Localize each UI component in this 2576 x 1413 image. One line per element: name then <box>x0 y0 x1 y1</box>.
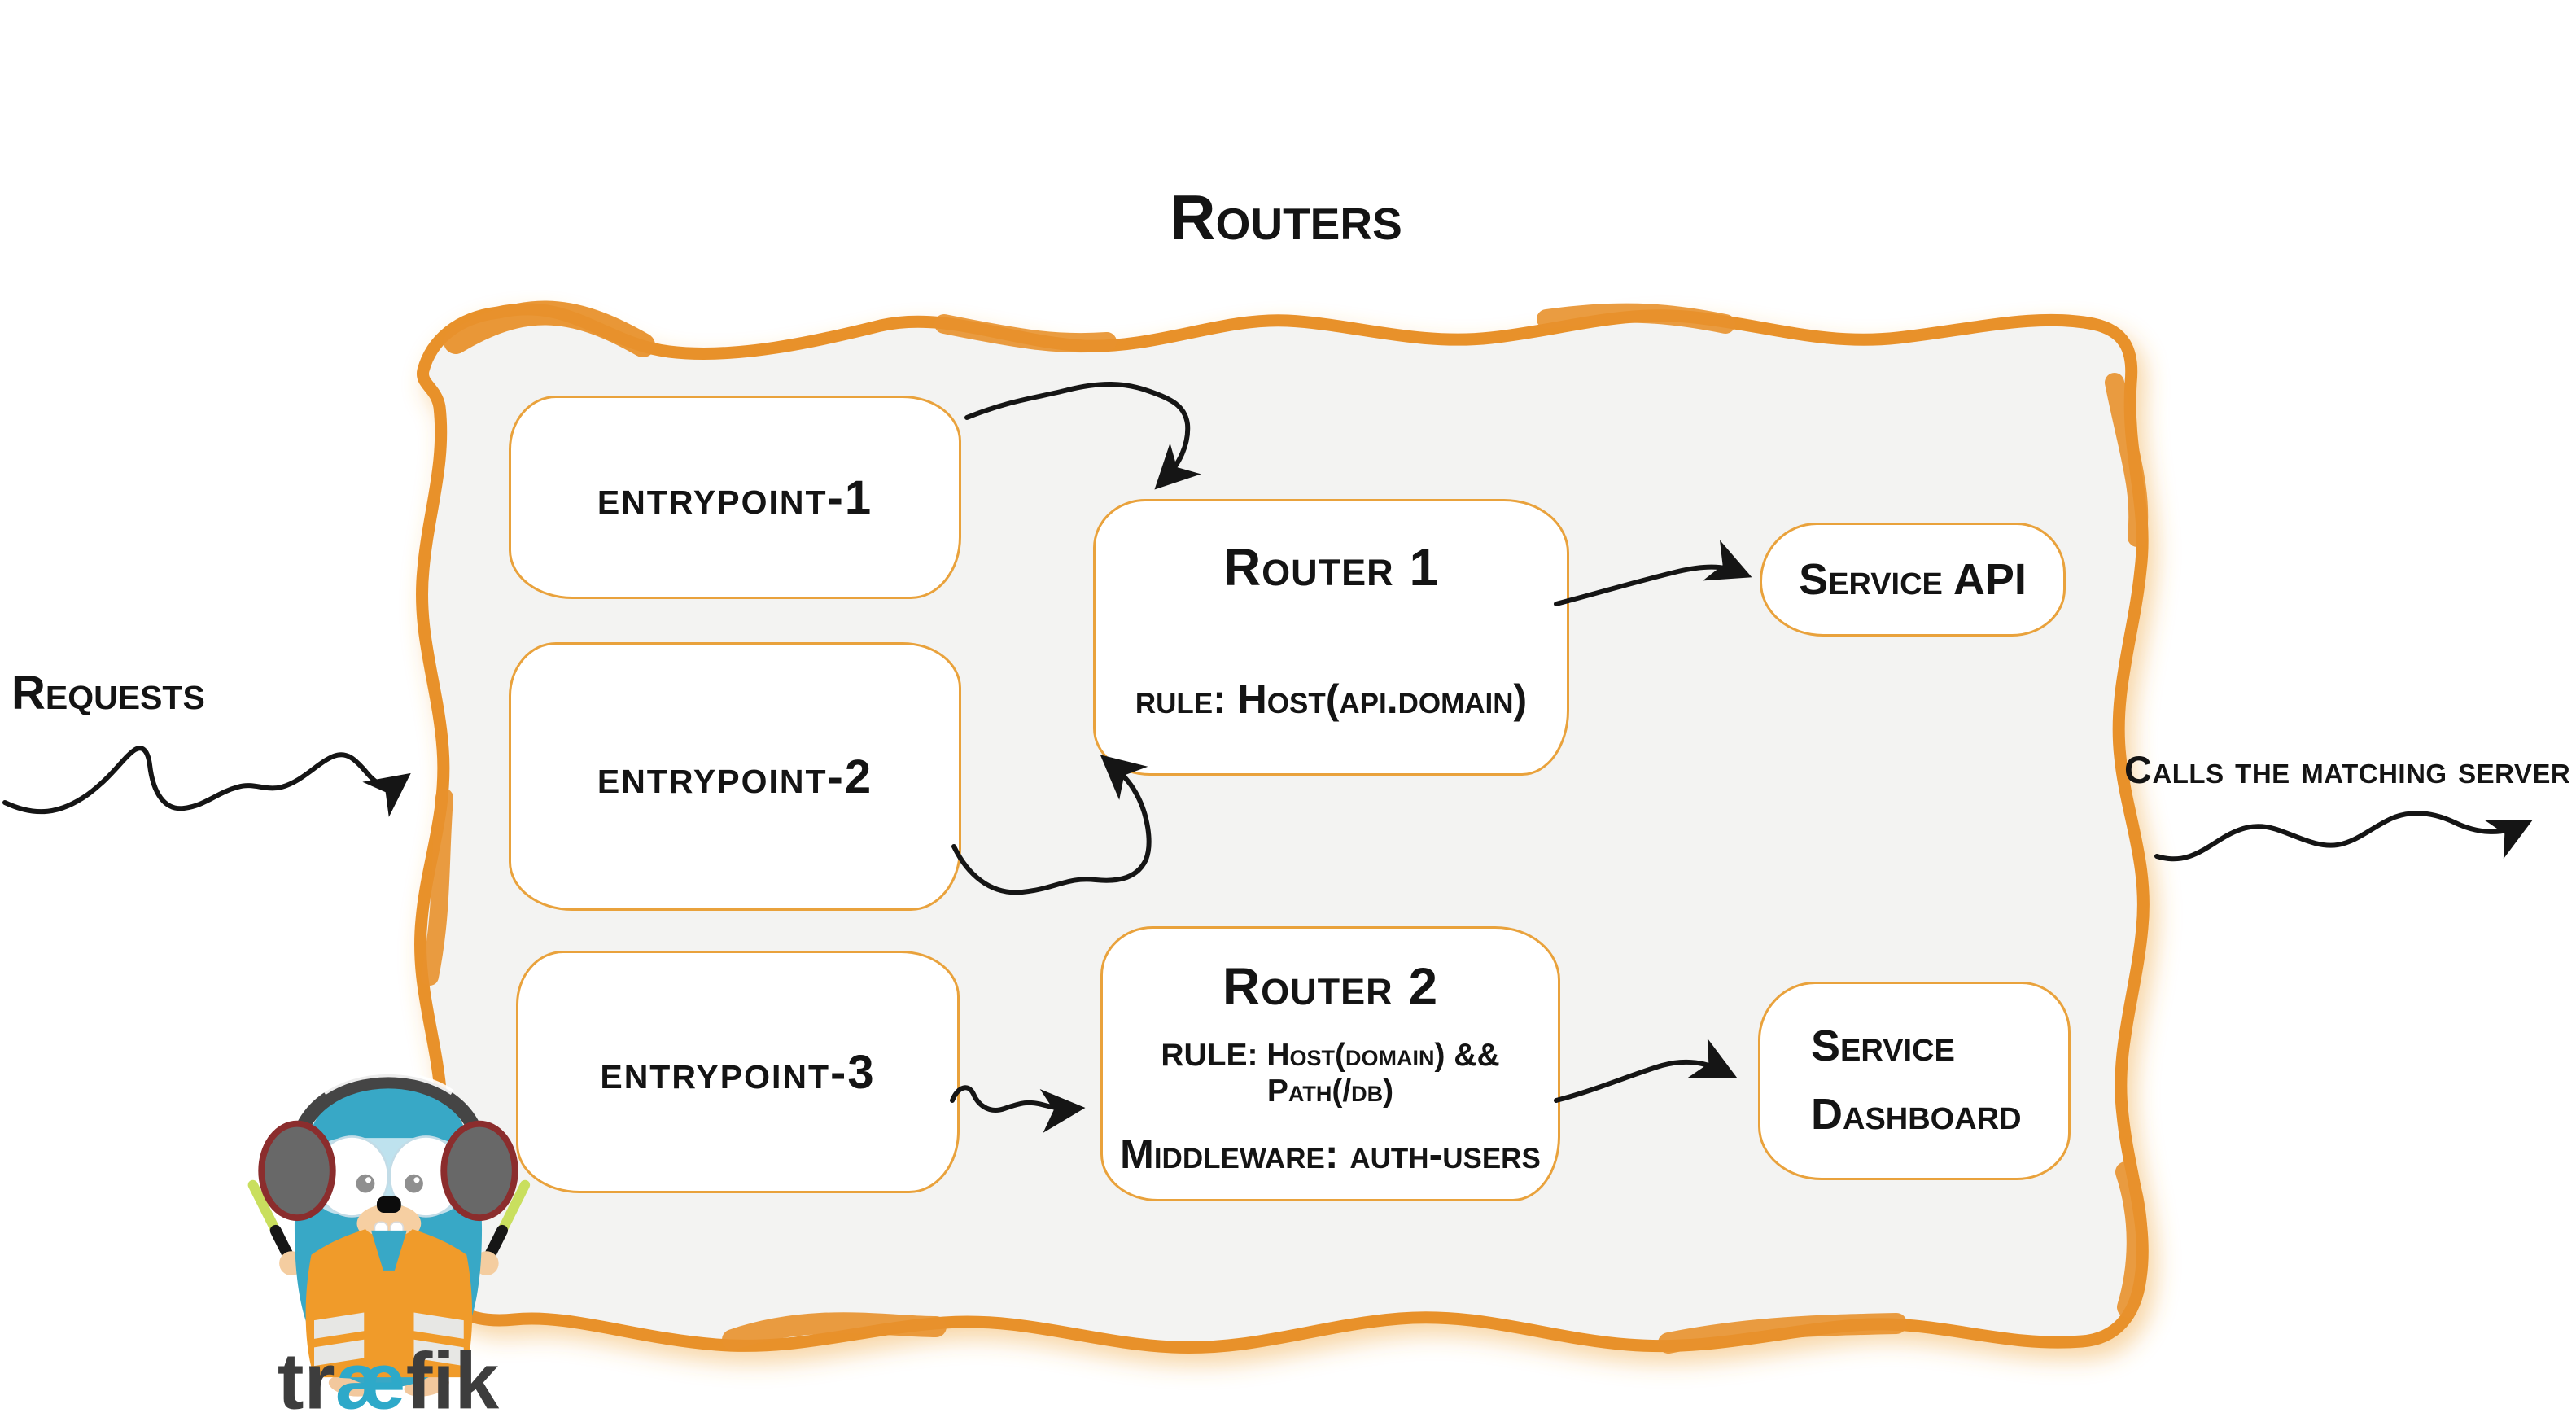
entrypoint-1-label: entrypoint-1 <box>597 470 873 524</box>
arrow-entrypoint2-to-router1 <box>951 755 1152 895</box>
arrow-router1-to-service-api <box>1554 540 1752 606</box>
entrypoint-3-label: entrypoint-3 <box>600 1045 876 1099</box>
requests-arrow <box>2 746 411 817</box>
traefik-wordmark-ae: æ <box>335 1336 406 1413</box>
router-2-box: Router 2 RULE: Host(domain) && Path(/db)… <box>1100 926 1560 1201</box>
gopher-nose <box>377 1196 401 1213</box>
traefik-logo: træfik <box>247 1071 531 1413</box>
service-api-label: Service API <box>1799 555 2027 604</box>
router-2-title: Router 2 <box>1222 957 1439 1016</box>
calls-matching-server-arrow <box>2154 811 2534 862</box>
traefik-wordmark: træfik <box>278 1336 500 1413</box>
arrow-router2-to-service-dashboard <box>1554 1038 1738 1103</box>
router-1-box: Router 1 rule: Host(api.domain) <box>1093 499 1569 776</box>
service-dashboard-label-line1: Service <box>1811 1021 1955 1071</box>
router-2-rule: RULE: Host(domain) && Path(/db) <box>1161 1038 1500 1109</box>
service-dashboard-box: Service Dashboard <box>1758 982 2071 1180</box>
entrypoint-1-box: entrypoint-1 <box>509 396 961 599</box>
entrypoint-2-box: entrypoint-2 <box>509 642 961 911</box>
router-1-title: Router 1 <box>1222 538 1440 597</box>
entrypoint-3-box: entrypoint-3 <box>516 951 960 1193</box>
requests-label: Requests <box>11 667 205 720</box>
router-1-rule: rule: Host(api.domain) <box>1135 676 1528 722</box>
router-2-middleware: Middleware: auth-users <box>1120 1131 1541 1177</box>
service-api-box: Service API <box>1760 523 2066 637</box>
entrypoint-2-label: entrypoint-2 <box>597 750 873 803</box>
service-dashboard-label-line2: Dashboard <box>1811 1090 2022 1139</box>
arrow-entrypoint1-to-router1 <box>964 381 1201 490</box>
page-title: Routers <box>1170 182 1402 253</box>
calls-matching-server-label: Calls the matching server <box>2124 748 2571 791</box>
arrow-entrypoint3-to-router2 <box>950 1085 1086 1133</box>
